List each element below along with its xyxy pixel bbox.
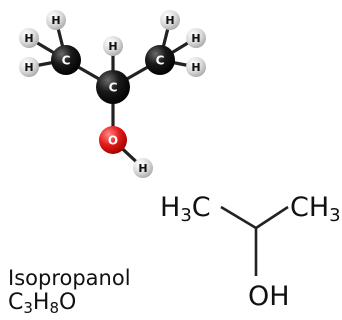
skeletal-right-methyl-label: CH3 [290,192,341,226]
atom-ball-o [99,126,127,154]
atom-h8: H [133,158,153,178]
atom-ball-c [96,70,130,104]
molecular-formula: C3H8O [8,290,77,317]
atom-label: H [165,14,174,27]
atom-ball-h [103,36,123,56]
skeletal-bond-right [255,205,289,230]
atom-label: O [108,133,118,147]
atom-label: C [62,53,71,67]
atom-o: O [99,126,127,154]
skeletal-left-methyl-label: H3C [160,192,211,226]
atom-label: C [109,80,118,94]
atom-label: H [191,61,200,74]
atom-h2: H [19,28,39,48]
atom-h4: H [103,36,123,56]
atom-h3: H [19,57,39,77]
compound-name: Isopropanol [8,266,131,290]
atom-h5: H [160,10,180,30]
skeletal-formula [220,205,289,276]
atom-label: H [108,40,117,53]
atom-ball-h [186,57,206,77]
atom-label: H [51,14,60,27]
atom-ball-h [186,28,206,48]
atom-layer: C C C O H H H H H H H H [19,10,206,178]
atom-ball-h [19,57,39,77]
atom-ball-h [46,10,66,30]
atom-ball-c [145,45,175,75]
atom-label: C [156,53,165,67]
atom-h6: H [186,28,206,48]
atom-ball-h [160,10,180,30]
atom-label: H [24,32,33,45]
atom-label: H [138,162,147,175]
skeletal-hydroxyl-label: OH [248,281,290,312]
atom-label: H [24,61,33,74]
atom-c3: C [145,45,175,75]
skeletal-bond-left [220,205,257,230]
atom-label: H [191,32,200,45]
atom-h7: H [186,57,206,77]
atom-ball-h [19,28,39,48]
atom-c1: C [51,45,81,75]
atom-c2: C [96,70,130,104]
atom-ball-c [51,45,81,75]
ball-and-stick-model: C C C O H H H H H H H H [19,10,206,178]
atom-ball-h [133,158,153,178]
atom-h1: H [46,10,66,30]
